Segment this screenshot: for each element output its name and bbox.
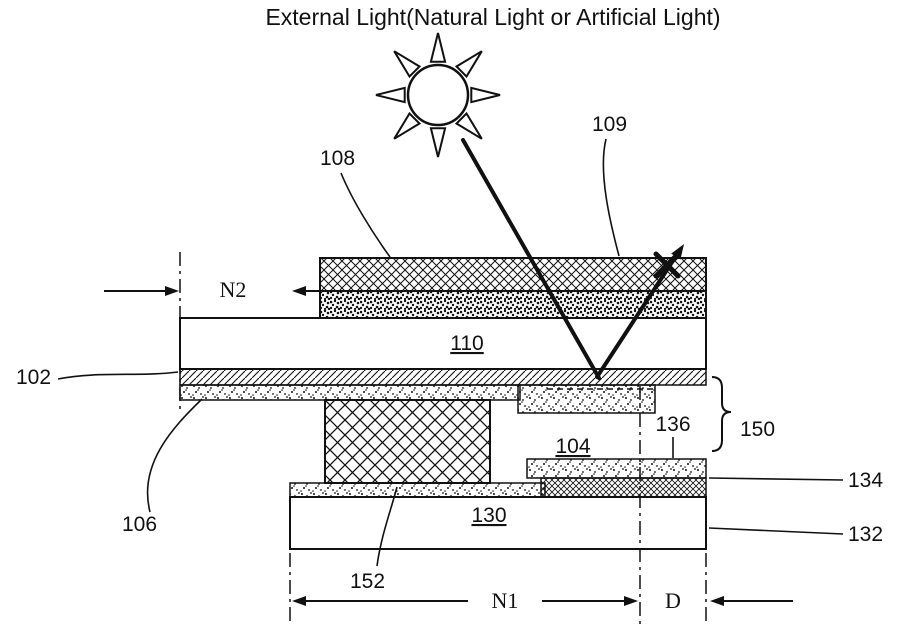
label-n1: N1 [492,588,519,613]
layer-136-film [526,458,707,479]
reflected-ray [595,251,680,379]
layer-104-step [517,384,656,414]
block-152-spacer [324,399,491,484]
n1-arrowhead-left [292,596,306,606]
n2-arrowhead-left-pointing [292,286,306,296]
layer-106-strip [179,384,521,401]
label-108: 108 [320,147,355,170]
layer-108-top-film [319,257,707,292]
layer-110-panel [179,317,707,370]
n1-arrowhead-right [624,596,638,606]
sun-ray-northwest [393,50,422,79]
sun-icon [375,32,501,158]
sun-ray-southwest [393,111,422,140]
figure-title: External Light(Natural Light or Artifici… [265,4,720,30]
label-152: 152 [350,570,385,593]
layer-134-film [540,477,707,498]
label-132: 132 [848,523,883,546]
blocked-x-mark [653,251,681,279]
label-n2: N2 [220,277,247,302]
bottom-strip [289,482,546,498]
label-109: 109 [592,113,627,136]
label-104: 104 [555,435,590,458]
label-134: 134 [848,469,883,492]
label-150: 150 [740,418,775,441]
leader-106 [146,398,203,513]
label-d: D [665,588,681,613]
sun-ray-east [470,86,501,104]
leader-109 [602,138,620,257]
sun-ray-north [429,32,447,63]
n1-dimension [292,596,638,606]
n2-dimension [104,286,321,296]
label-110: 110 [450,332,483,355]
sun-ray-northeast [454,50,483,79]
sun-ray-west [375,86,406,104]
sun-disc [406,63,470,127]
sun-ray-southeast [454,111,483,140]
leader-134 [708,477,844,481]
brace-150 [711,376,732,452]
label-136: 136 [655,413,690,436]
n2-arrowhead-right-pointing [165,286,179,296]
label-106: 106 [122,513,157,536]
leader-132 [708,527,844,535]
d-dimension [710,596,793,606]
leader-102 [57,371,179,380]
leader-152 [376,486,398,567]
substrate-130 [289,496,707,550]
layer-109-top-film [319,290,707,319]
sun-ray-south [429,127,447,158]
incident-ray [461,138,601,380]
label-102: 102 [16,366,51,389]
layer-102-film [179,368,707,386]
leader-108 [340,172,391,258]
label-130: 130 [471,504,506,527]
d-arrowhead-left-pointing [710,596,724,606]
